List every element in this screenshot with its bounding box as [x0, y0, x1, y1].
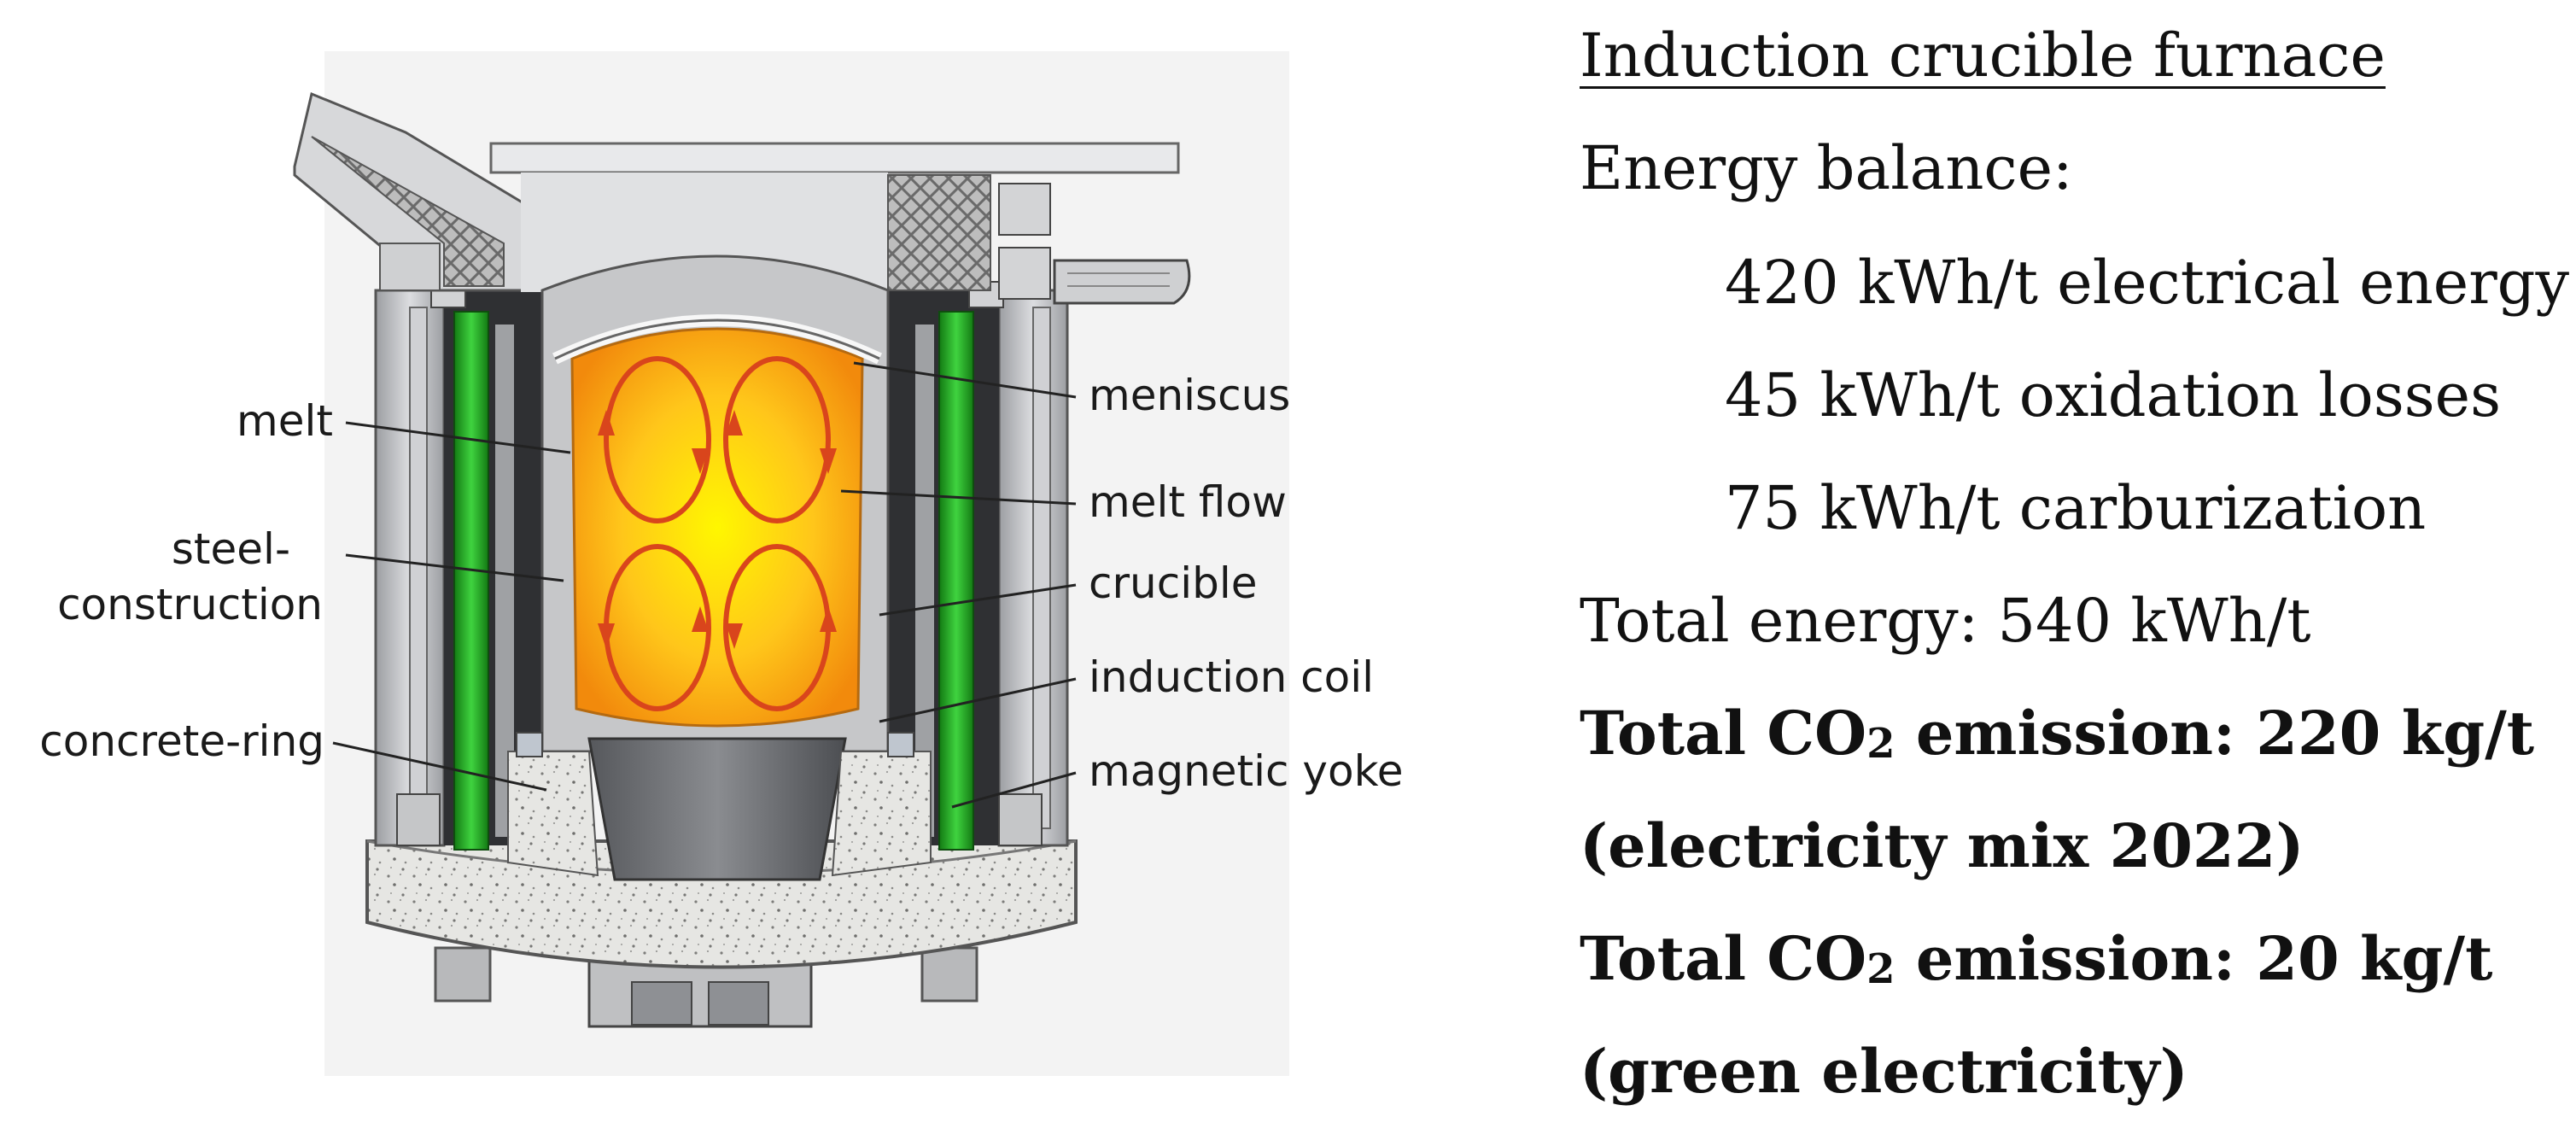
energy-item-electrical: 420 kWh/t electrical energy	[1725, 253, 2569, 313]
co2-note-green: (green electricity)	[1580, 1042, 2188, 1102]
concrete-ring-left	[508, 751, 598, 875]
crucible-base	[589, 739, 845, 880]
energy-panel: Induction crucible furnace Energy balanc…	[1580, 0, 2576, 1146]
top-platform	[491, 143, 1178, 172]
label-steel-construction-1: steel-	[172, 524, 290, 574]
label-steel-construction-2: construction	[57, 580, 323, 629]
induction-coil-left	[454, 312, 488, 850]
co2-emission-mix: Total CO2 emission: 220 kg/t	[1580, 704, 2534, 764]
energy-item-carburization: 75 kWh/t carburization	[1725, 478, 2426, 538]
furnace-foot-left	[435, 948, 490, 1001]
label-melt-flow: melt flow	[1089, 477, 1287, 527]
label-melt: melt	[237, 396, 333, 446]
induction-coil-right	[939, 312, 973, 850]
label-crucible: crucible	[1089, 558, 1258, 608]
total-energy: Total energy: 540 kWh/t	[1580, 591, 2311, 651]
co2-note-mix: (electricity mix 2022)	[1580, 816, 2304, 876]
label-meniscus: meniscus	[1089, 371, 1290, 420]
furnace-foot-right	[922, 948, 977, 1001]
panel-title: Induction crucible furnace	[1580, 26, 2386, 85]
label-concrete-ring: concrete-ring	[39, 716, 324, 766]
energy-item-oxidation: 45 kWh/t oxidation losses	[1725, 365, 2501, 425]
energy-balance-heading: Energy balance:	[1580, 138, 2073, 198]
furnace-diagram: meniscus melt melt flow steel- construct…	[0, 0, 1469, 1146]
label-induction-coil: induction coil	[1089, 652, 1374, 702]
label-magnetic-yoke: magnetic yoke	[1089, 746, 1404, 796]
concrete-ring-right	[832, 751, 931, 875]
co2-emission-green: Total CO2 emission: 20 kg/t	[1580, 929, 2492, 990]
